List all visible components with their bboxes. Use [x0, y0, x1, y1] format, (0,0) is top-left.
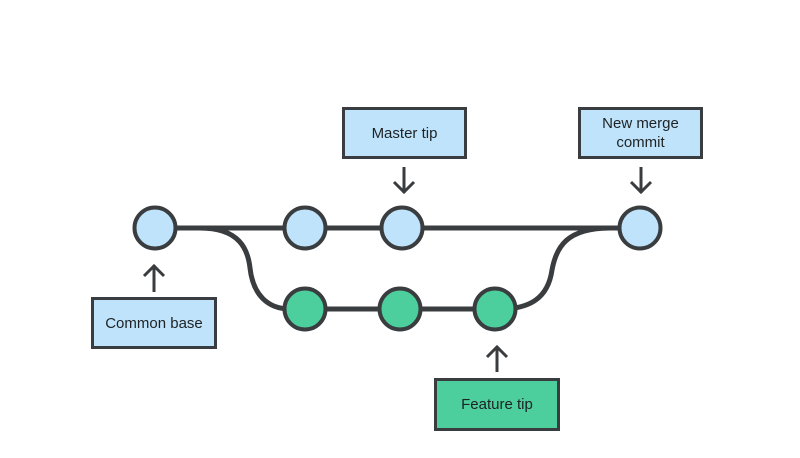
commit-feature-tip	[472, 286, 518, 332]
commit-feature-1	[282, 286, 328, 332]
feature-tip-text: Feature tip	[461, 396, 533, 413]
master-tip-text: Master tip	[371, 124, 438, 142]
new-merge-commit-text-line2: commit	[616, 134, 665, 151]
new-merge-commit-text-line1: New merge	[602, 115, 679, 132]
commit-feature-2	[377, 286, 423, 332]
arrow-up-icon	[142, 263, 166, 292]
commit-master-tip	[379, 205, 425, 251]
arrow-down-icon	[629, 167, 653, 195]
arrow-up-icon	[485, 344, 509, 372]
commit-merge	[617, 205, 663, 251]
common-base-text: Common base	[105, 314, 203, 332]
commit-common-base	[132, 205, 178, 251]
commit-master-1	[282, 205, 328, 251]
feature-tip-label: Feature tip	[434, 378, 560, 431]
arrow-down-icon	[392, 167, 416, 195]
common-base-label: Common base	[91, 297, 217, 349]
new-merge-commit-label: New merge commit	[578, 107, 703, 159]
master-tip-label: Master tip	[342, 107, 467, 159]
